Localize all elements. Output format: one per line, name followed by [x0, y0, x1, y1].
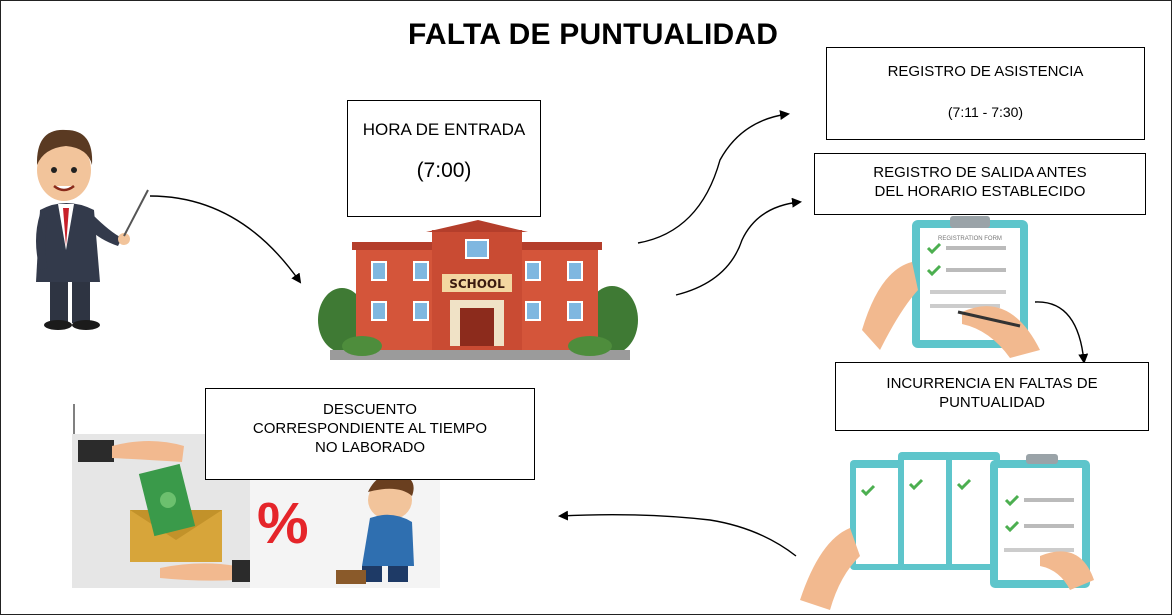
registro-asistencia-label: REGISTRO DE ASISTENCIA [887, 63, 1084, 80]
school-building-icon: SCHOOL [318, 220, 638, 360]
hora-entrada-label: HORA DE ENTRADA [362, 120, 526, 139]
percent-symbol: % [257, 491, 309, 556]
registro-salida-line2: DEL HORARIO ESTABLECIDO [874, 183, 1086, 200]
teacher-illustration [36, 129, 149, 330]
registro-asistencia-box: REGISTRO DE ASISTENCIA (7:11 - 7:30) [826, 47, 1145, 140]
arrow-teacher-to-school [149, 195, 302, 284]
school-sign-text: SCHOOL [449, 277, 505, 291]
hora-entrada-time: (7:00) [416, 159, 472, 182]
arrow-school-to-salida [675, 197, 802, 296]
incurrencia-line1: INCURRENCIA EN FALTAS DE [886, 375, 1098, 392]
incurrencia-line2: PUNTUALIDAD [939, 394, 1045, 411]
diagram-title: FALTA DE PUNTUALIDAD [408, 18, 779, 51]
registro-salida-box: REGISTRO DE SALIDA ANTES DEL HORARIO EST… [814, 153, 1146, 215]
registration-form-icon: REGISTRATION FORM [862, 216, 1040, 358]
descuento-line1: DESCUENTO [323, 401, 417, 418]
form-header-text: REGISTRATION FORM [938, 236, 1002, 242]
registro-asistencia-range: (7:11 - 7:30) [947, 104, 1024, 120]
descuento-line2: CORRESPONDIENTE AL TIEMPO [252, 420, 488, 437]
arrow-forms-to-descuento [558, 510, 797, 557]
descuento-line3: NO LABORADO [314, 439, 426, 456]
registration-forms-stack-icon [800, 452, 1094, 610]
descuento-box: DESCUENTO CORRESPONDIENTE AL TIEMPO NO L… [205, 388, 535, 480]
registro-salida-line1: REGISTRO DE SALIDA ANTES [873, 164, 1087, 181]
arrow-form-to-incurrencia [1034, 301, 1089, 364]
incurrencia-box: INCURRENCIA EN FALTAS DE PUNTUALIDAD [835, 362, 1149, 431]
hora-entrada-box: HORA DE ENTRADA (7:00) [347, 100, 541, 217]
arrow-school-to-asistencia [637, 110, 790, 244]
